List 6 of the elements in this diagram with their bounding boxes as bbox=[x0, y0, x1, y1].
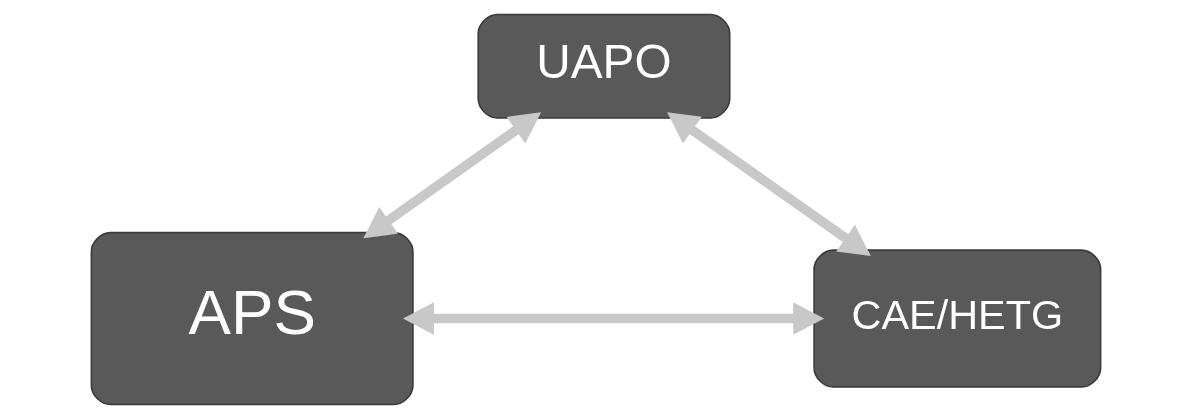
arrow bbox=[667, 112, 871, 256]
node-box: CAE/HETG bbox=[813, 249, 1102, 388]
arrow bbox=[403, 302, 825, 335]
arrow bbox=[363, 112, 542, 239]
node-box: APS bbox=[90, 231, 414, 406]
node-box: UAPO bbox=[477, 13, 731, 119]
